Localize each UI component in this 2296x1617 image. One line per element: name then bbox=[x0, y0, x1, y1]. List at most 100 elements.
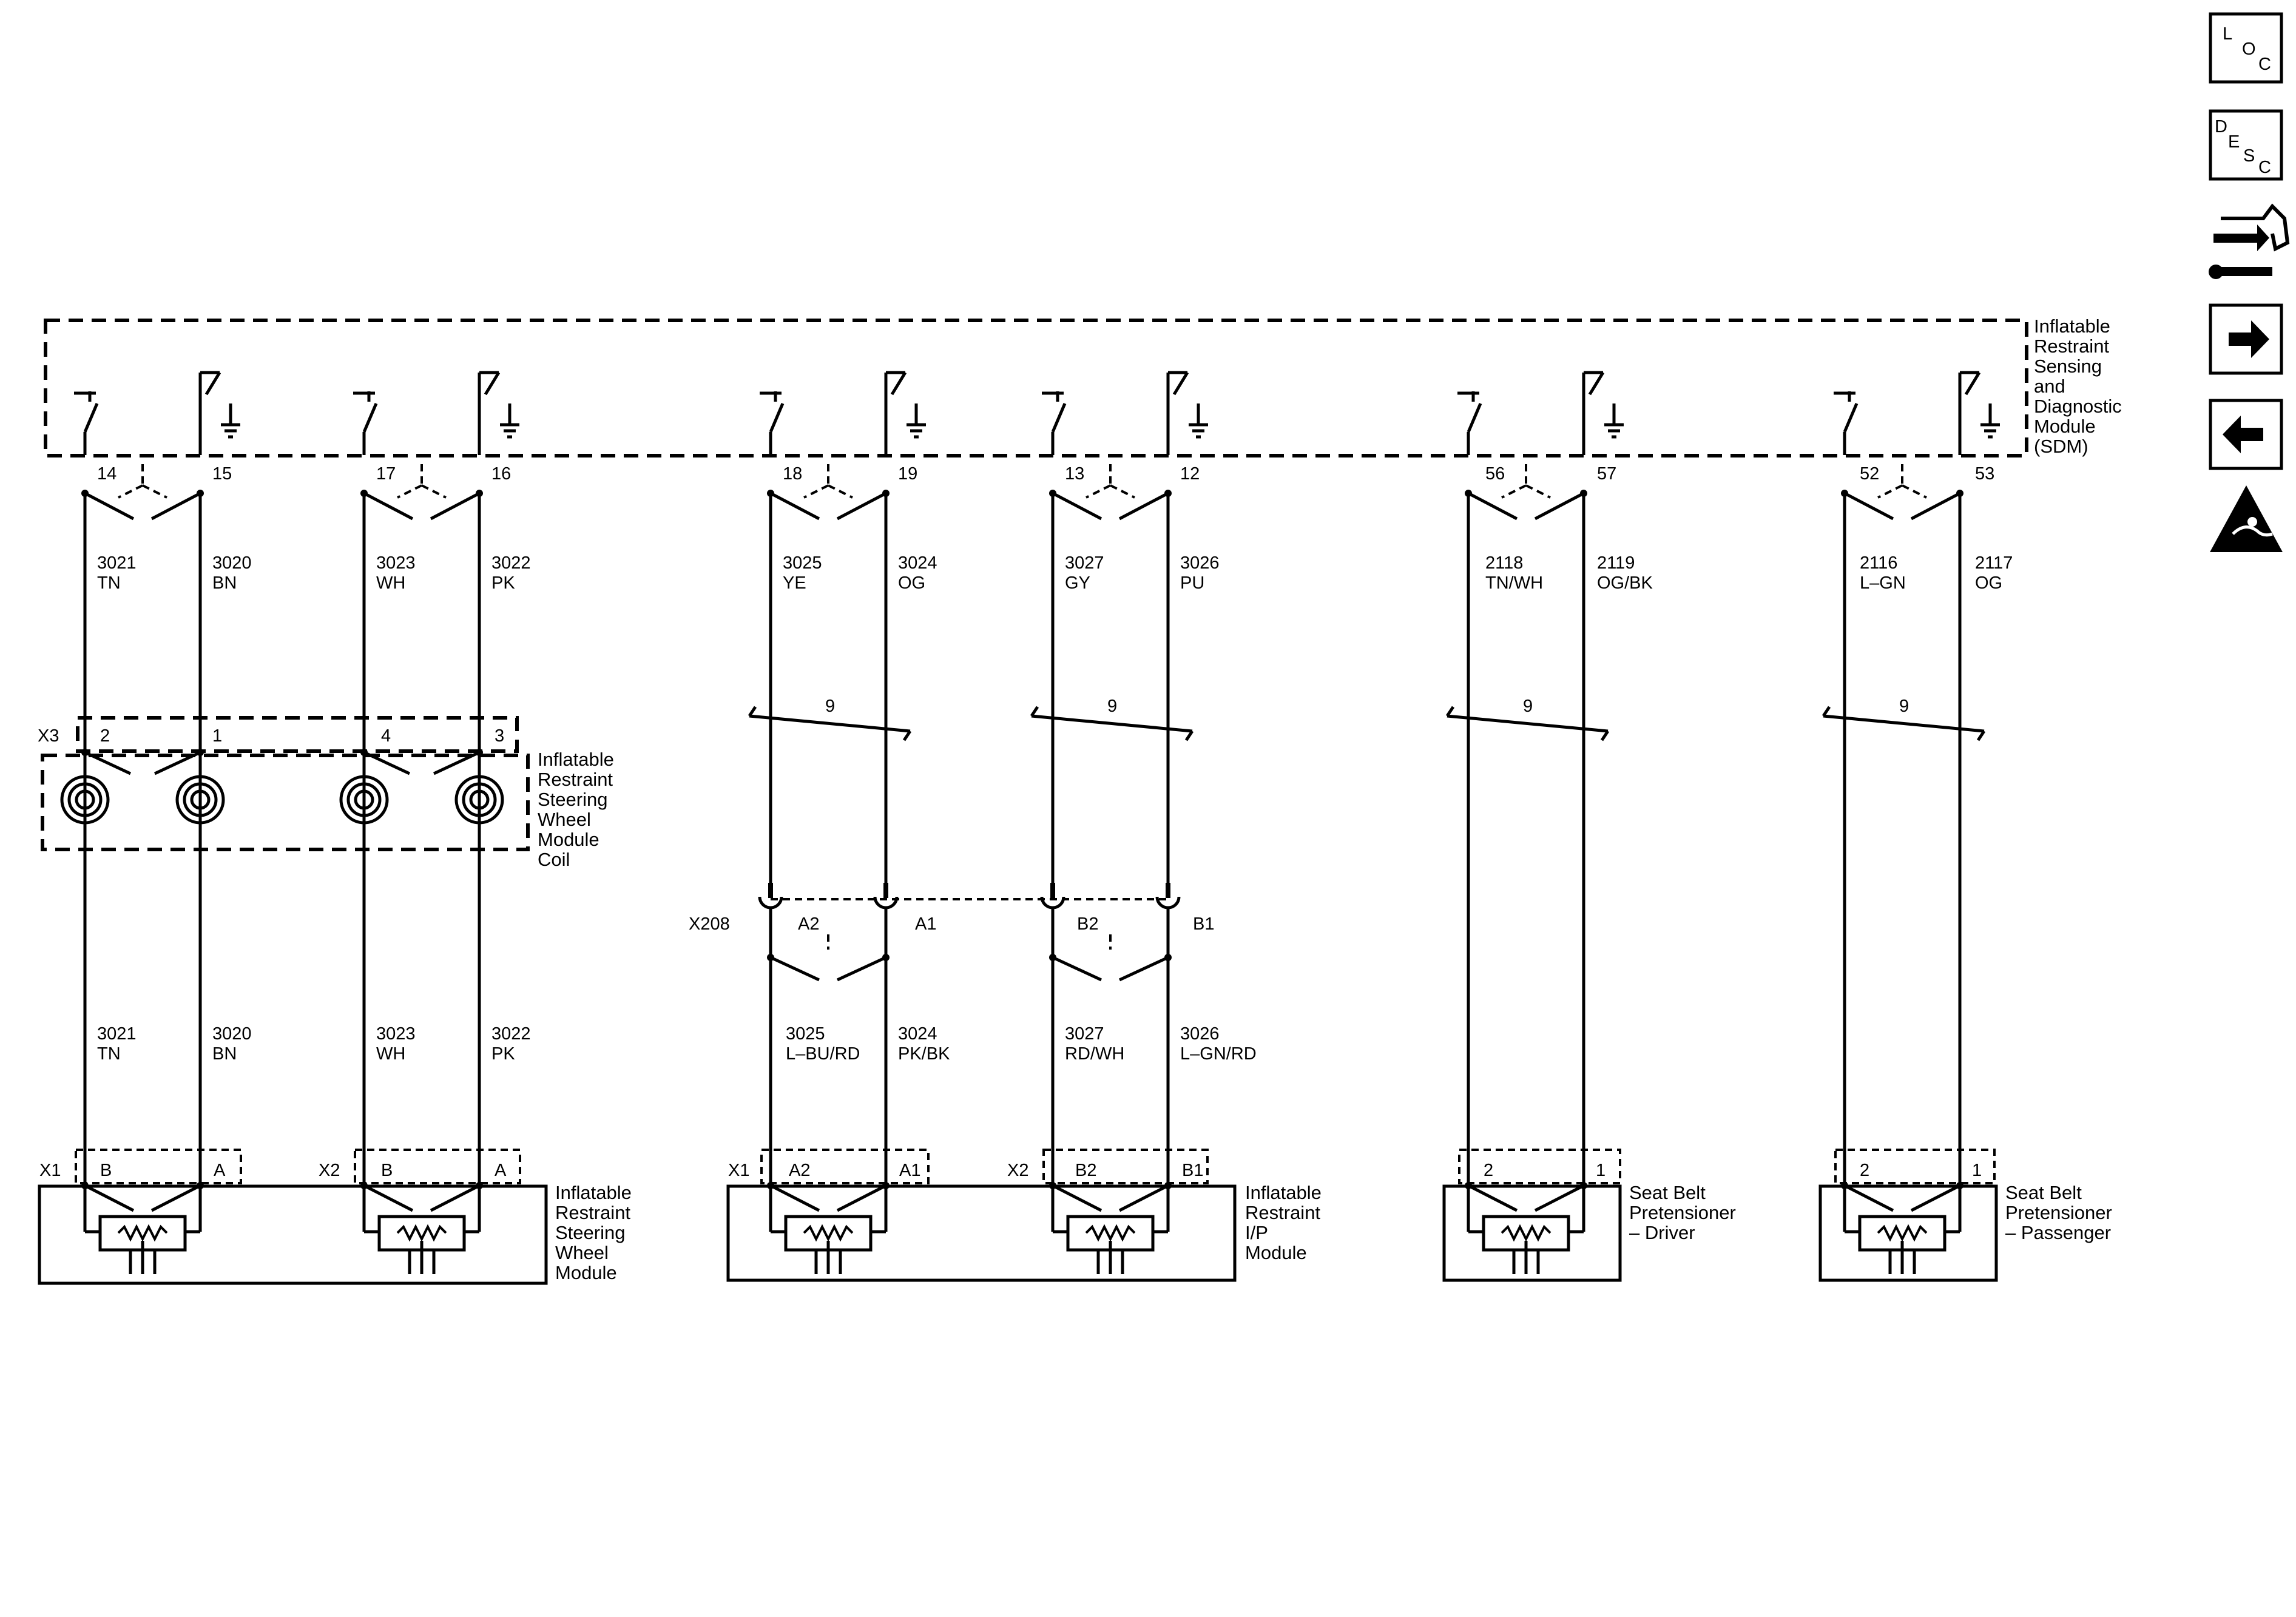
passenger-pretensioner: 2 1 Seat Belt Pretensioner – Passenger bbox=[1818, 1149, 2112, 1282]
module-label: Restraint bbox=[555, 1202, 630, 1223]
sdm-label-6: Module bbox=[2034, 416, 2096, 437]
module-connector: X2 bbox=[319, 1161, 340, 1180]
coil-pin: 2 bbox=[100, 726, 110, 746]
wire-color: TN bbox=[97, 1044, 121, 1064]
circuit-number: 3021 bbox=[97, 553, 137, 573]
coil-pin: 3 bbox=[495, 726, 504, 746]
module-pin: A1 bbox=[899, 1161, 920, 1180]
module-label: Inflatable bbox=[1245, 1182, 1322, 1203]
module-pin: A2 bbox=[789, 1161, 810, 1180]
esd-warning-icon[interactable] bbox=[2210, 485, 2283, 552]
circuit-pair-1: 14 15 3021 TN 3020 BN 3021 TN 3020 BN bbox=[74, 373, 252, 1186]
wire-color: GY bbox=[1065, 573, 1090, 593]
wire-color: L–GN/RD bbox=[1180, 1044, 1257, 1064]
circuit-number: 2116 bbox=[1860, 553, 1897, 573]
twist-label: 9 bbox=[1107, 697, 1117, 716]
sdm-pin: 16 bbox=[491, 464, 511, 484]
wire-color: YE bbox=[783, 573, 806, 593]
module-label: Module bbox=[555, 1262, 617, 1283]
nav-loc-button[interactable]: L O C bbox=[2209, 12, 2283, 84]
circuit-number: 3021 bbox=[97, 1024, 137, 1044]
coil-label: Wheel bbox=[538, 809, 591, 830]
circuit-pair-4: 13 12 3027 GY 3026 PU 9 3027 RD/WH 3026 … bbox=[1032, 373, 1257, 1186]
module-pin: 2 bbox=[1860, 1161, 1869, 1180]
module-connector: X1 bbox=[728, 1161, 749, 1180]
sdm-label-7: (SDM) bbox=[2034, 436, 2088, 457]
sdm-label-3: Sensing bbox=[2034, 356, 2102, 377]
inline-pin: B1 bbox=[1193, 914, 1214, 934]
sdm-pin: 19 bbox=[898, 464, 917, 484]
module-label: Restraint bbox=[1245, 1202, 1320, 1223]
ip-module: X1 X2 A2 A1 B2 B1 Inflatable Restraint I… bbox=[726, 1149, 1322, 1282]
module-label: Wheel bbox=[555, 1242, 609, 1263]
twist-label: 9 bbox=[825, 697, 835, 716]
circuit-pair-2: 17 16 3023 WH 3022 PK 3023 WH 3022 PK bbox=[353, 373, 531, 1186]
wire-color: BN bbox=[212, 1044, 237, 1064]
module-pin: A bbox=[214, 1161, 226, 1180]
circuit-number: 3025 bbox=[786, 1024, 825, 1044]
twist-label: 9 bbox=[1899, 697, 1909, 716]
twist-label: 9 bbox=[1523, 697, 1533, 716]
coil-pin: 1 bbox=[212, 726, 222, 746]
coil-label: Restraint bbox=[538, 769, 613, 790]
sdm-pin: 14 bbox=[97, 464, 116, 484]
wire-color: OG bbox=[898, 573, 925, 593]
circuit-number: 2117 bbox=[1975, 553, 2013, 573]
circuit-number: 3026 bbox=[1180, 553, 1220, 573]
wire-color: PK/BK bbox=[898, 1044, 950, 1064]
inline-pin: B2 bbox=[1077, 914, 1098, 934]
loc-letter: C bbox=[2258, 55, 2271, 74]
wire-color: WH bbox=[376, 1044, 405, 1064]
sdm-label-5: Diagnostic bbox=[2034, 396, 2122, 417]
connector-wrench-icon[interactable] bbox=[2209, 203, 2290, 279]
sdm-pin: 15 bbox=[212, 464, 232, 484]
sdm-label-2: Restraint bbox=[2034, 336, 2109, 357]
circuit-pair-6: 52 53 2116 L–GN 2117 OG 9 bbox=[1823, 373, 2013, 1186]
module-label: Pretensioner bbox=[1629, 1202, 1736, 1223]
circuit-number: 3023 bbox=[376, 1024, 416, 1044]
circuit-number: 3020 bbox=[212, 553, 252, 573]
sdm-pin: 13 bbox=[1065, 464, 1084, 484]
circuit-number: 2118 bbox=[1485, 553, 1523, 573]
circuit-number: 3027 bbox=[1065, 1024, 1104, 1044]
module-label: Steering bbox=[555, 1222, 625, 1243]
module-label: – Driver bbox=[1629, 1222, 1695, 1243]
module-pin: B bbox=[100, 1161, 112, 1180]
wire-color: OG/BK bbox=[1597, 573, 1653, 593]
sdm-pin: 12 bbox=[1180, 464, 1200, 484]
nav-desc-button[interactable]: D E S C bbox=[2209, 109, 2283, 181]
circuit-number: 3022 bbox=[491, 553, 531, 573]
wire-color: TN/WH bbox=[1485, 573, 1543, 593]
coil-label: Module bbox=[538, 829, 599, 850]
module-label: Seat Belt bbox=[2005, 1182, 2082, 1203]
wire-color: PK bbox=[491, 1044, 515, 1064]
wire-color: TN bbox=[97, 573, 121, 593]
module-pin: 1 bbox=[1596, 1161, 1606, 1180]
loc-letter: O bbox=[2242, 39, 2256, 59]
sdm-pin: 53 bbox=[1975, 464, 1994, 484]
module-pin: A bbox=[495, 1161, 507, 1180]
circuit-pair-5: 56 57 2118 TN/WH 2119 OG/BK 9 bbox=[1447, 373, 1653, 1186]
coil-icon bbox=[60, 775, 504, 825]
wire-color: OG bbox=[1975, 573, 2002, 593]
sdm-module: Inflatable Restraint Sensing and Diagnos… bbox=[44, 316, 2122, 457]
loc-letter: L bbox=[2223, 24, 2232, 44]
wire-color: RD/WH bbox=[1065, 1044, 1124, 1064]
circuit-number: 3025 bbox=[783, 553, 822, 573]
inline-pin: A2 bbox=[798, 914, 819, 934]
sdm-pin: 18 bbox=[783, 464, 802, 484]
circuit-number: 3026 bbox=[1180, 1024, 1220, 1044]
sdm-pin: 57 bbox=[1597, 464, 1616, 484]
sdm-pin: 52 bbox=[1860, 464, 1879, 484]
sdm-label-1: Inflatable bbox=[2034, 316, 2110, 337]
coil-label: Coil bbox=[538, 849, 570, 870]
inline-connector-label: X208 bbox=[689, 914, 730, 934]
module-label: Inflatable bbox=[555, 1182, 632, 1203]
desc-letter: S bbox=[2243, 146, 2255, 166]
module-connector: X2 bbox=[1007, 1161, 1028, 1180]
module-pin: B bbox=[381, 1161, 393, 1180]
arrow-right-icon[interactable] bbox=[2209, 303, 2283, 375]
arrow-left-icon[interactable] bbox=[2209, 399, 2283, 470]
coil-label: Inflatable bbox=[538, 749, 614, 770]
sdm-pin: 56 bbox=[1485, 464, 1505, 484]
